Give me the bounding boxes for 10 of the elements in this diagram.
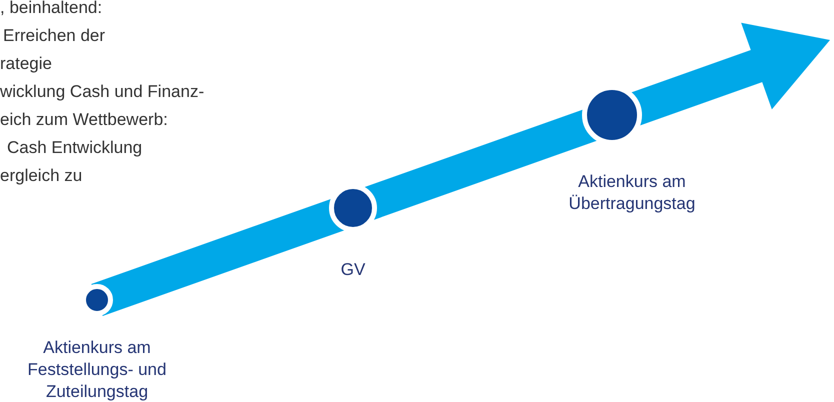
milestone-label: Aktienkurs am Übertragungstag — [568, 171, 696, 215]
bullet-text: rategie — [0, 54, 52, 74]
bullet-text: Cash Entwicklung — [7, 138, 142, 158]
bullet-text: Erreichen der — [3, 26, 106, 46]
bullet-text: , beinhaltend: — [0, 0, 102, 18]
bullet-text: ergleich zu — [0, 166, 82, 186]
milestone-label: GV — [340, 259, 366, 281]
bullet-text: wicklung Cash und Finanz- — [0, 82, 204, 102]
bullet-text: eich zum Wettbewerb: — [0, 110, 168, 130]
milestone-label: Aktienkurs am Feststellungs- und Zuteilungstag — [26, 337, 168, 402]
